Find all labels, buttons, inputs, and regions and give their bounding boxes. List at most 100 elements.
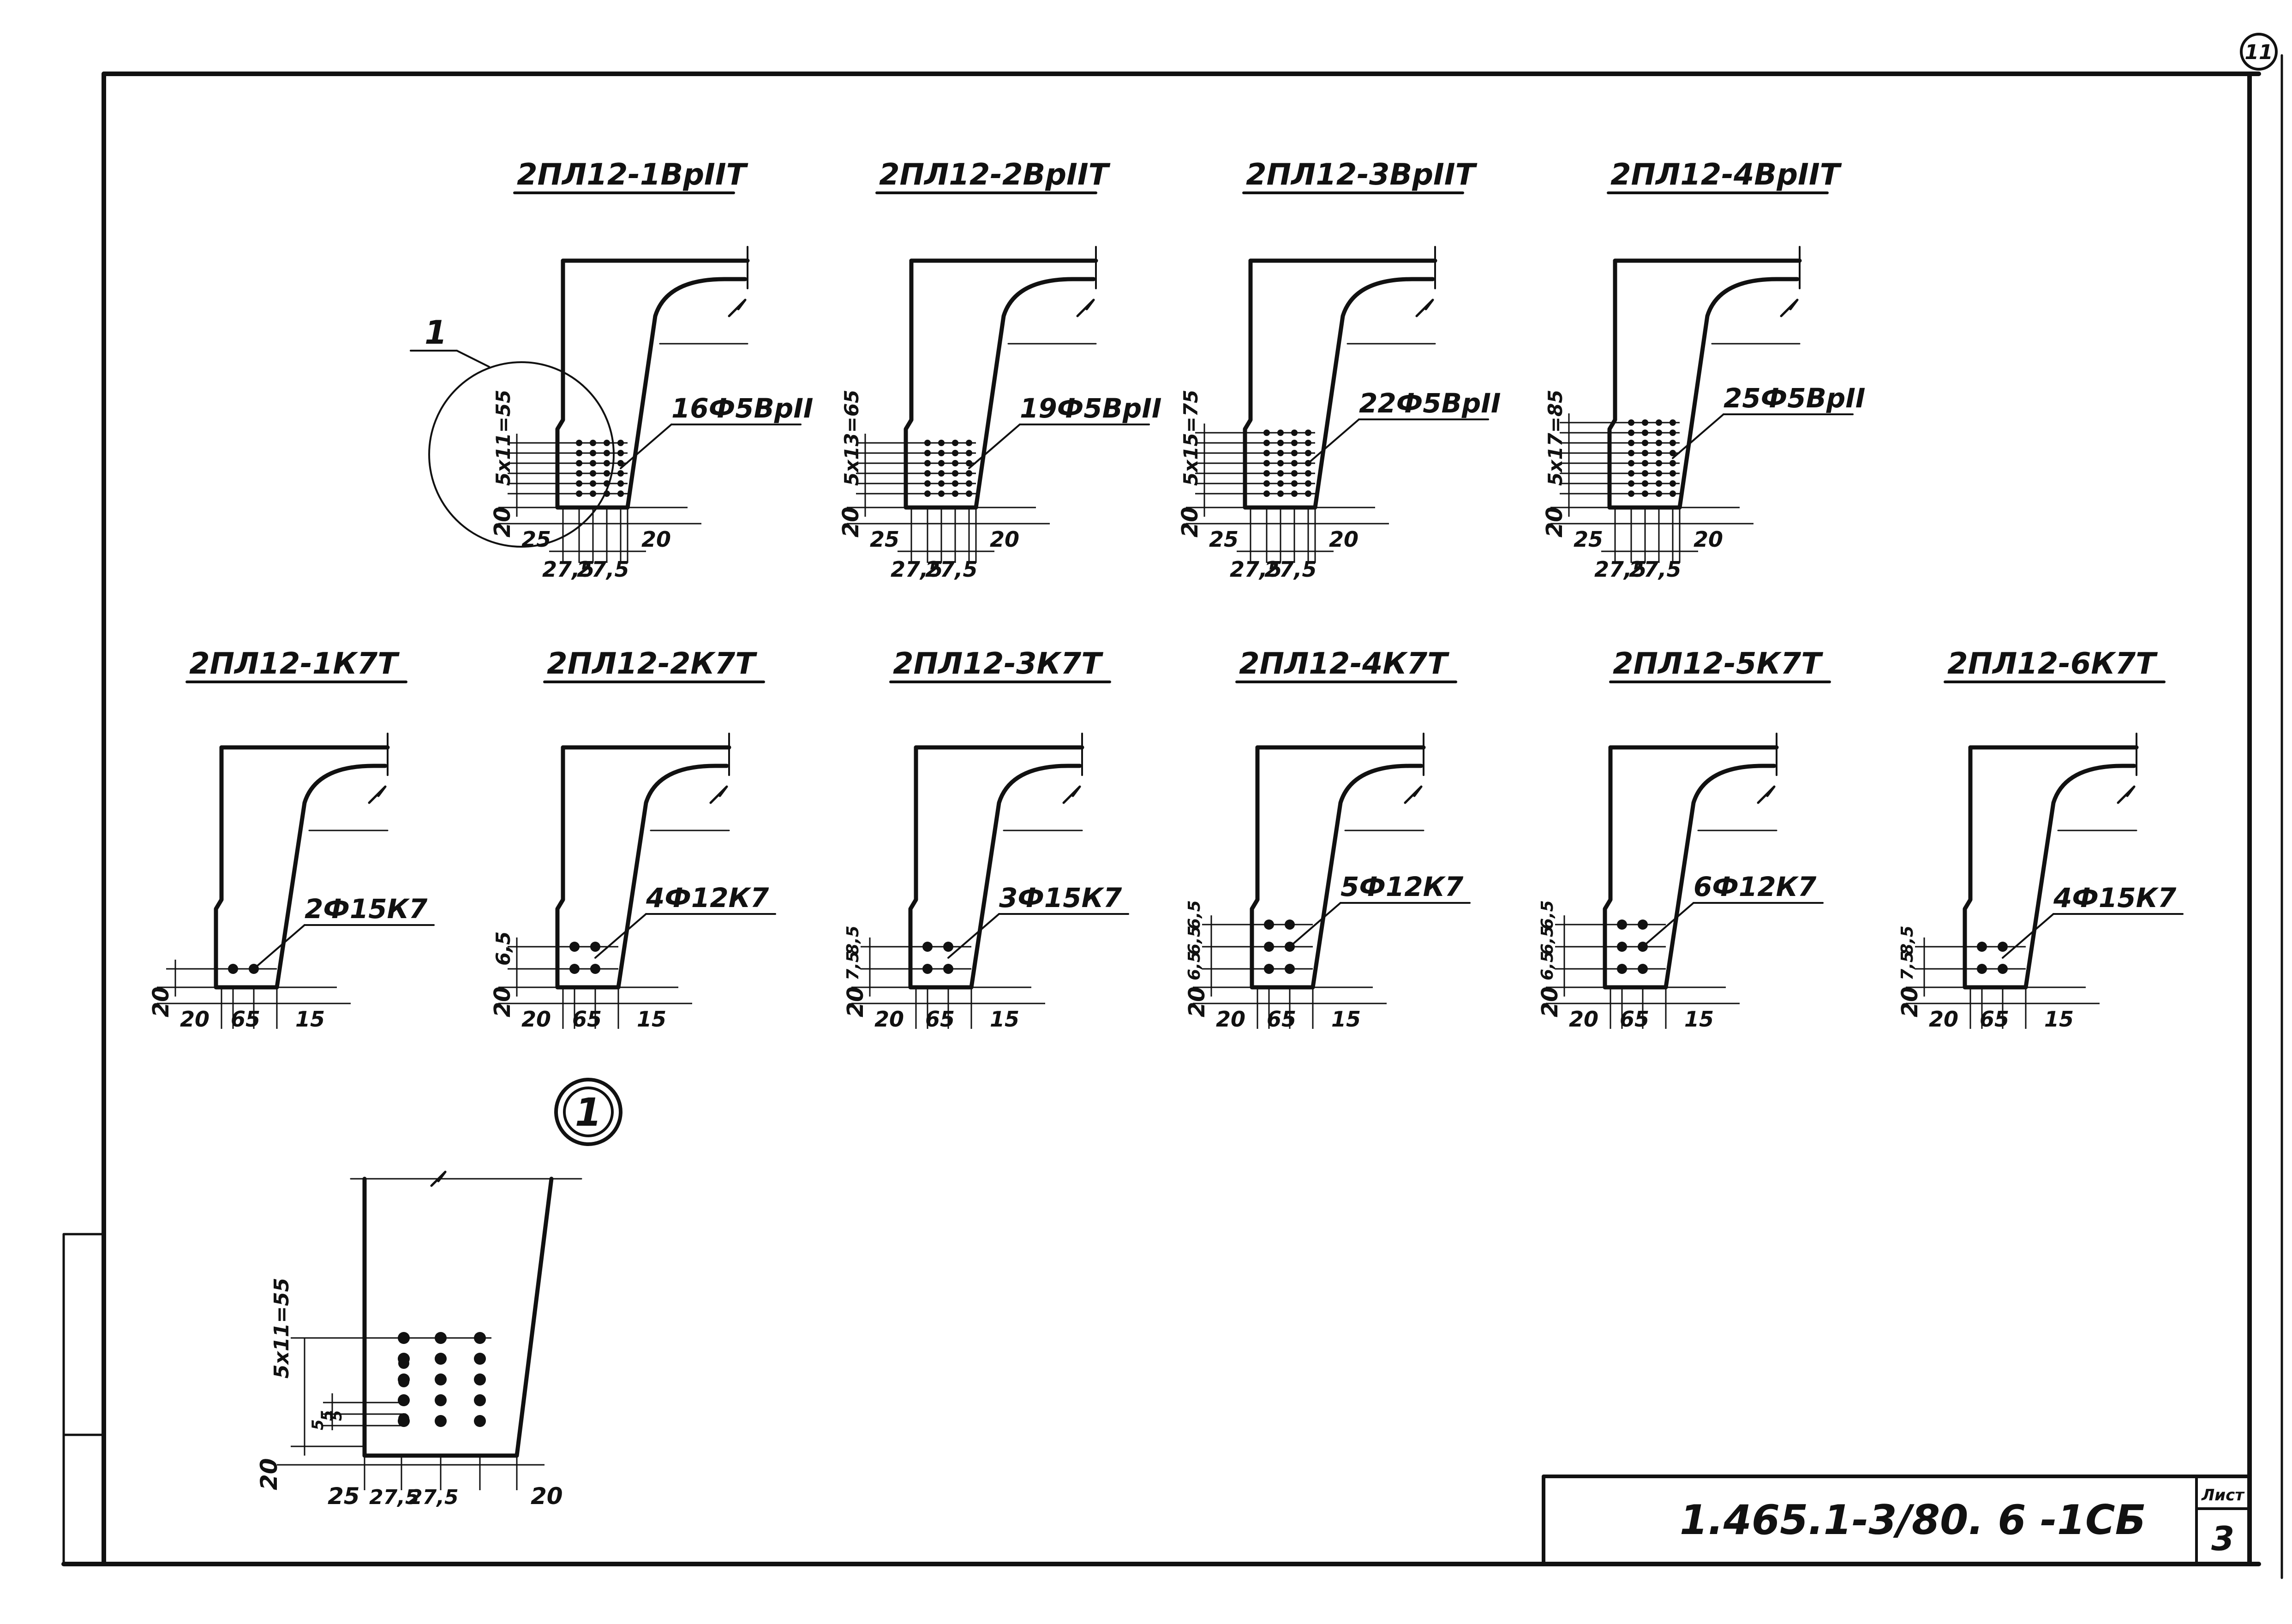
dim-horizontal: 15 xyxy=(1684,1007,1714,1032)
dim-horizontal: 65 xyxy=(231,1007,260,1032)
dim-horizontal: 20 xyxy=(1329,527,1358,552)
enlarged-dim-bottom: 20 xyxy=(256,1458,282,1490)
section-outline xyxy=(1603,745,1777,990)
dim-horizontal: 27,5 xyxy=(1629,557,1682,582)
rebar-dot xyxy=(398,1413,409,1424)
dim-horizontal: 27,5 xyxy=(577,557,629,582)
dim-left-bottom: 20 xyxy=(1184,986,1210,1017)
bar-spec-label: 2Ф15К7 xyxy=(305,893,428,925)
dim-horizontal: 20 xyxy=(521,1007,551,1032)
dim-horizontal: 25 xyxy=(870,527,899,552)
bar-spec-label: 6Ф12К7 xyxy=(1694,871,1817,902)
rebar-dot xyxy=(398,1395,409,1406)
enlarged-small-a: 5 xyxy=(309,1419,327,1430)
dim-horizontal: 27,5 xyxy=(542,557,595,582)
dim-horizontal: 20 xyxy=(874,1007,904,1032)
dim-vertical-small: 6,5 xyxy=(1185,900,1204,930)
dim-left-bottom: 20 xyxy=(490,986,515,1017)
section-title: 2ПЛ12-5К7Т xyxy=(1613,647,1823,681)
dim-horizontal: 20 xyxy=(990,527,1019,552)
section-title: 2ПЛ12-4К7Т xyxy=(1239,647,1449,681)
drawing-code: 1.465.1-3/80. 6 -1СБ xyxy=(1680,1496,2146,1544)
dim-spacing: 5х15=75 xyxy=(1179,390,1202,486)
dim-vertical-small: 6,5 xyxy=(1538,951,1557,980)
rebar-dot xyxy=(474,1353,486,1365)
rebar-dot xyxy=(398,1358,409,1369)
callout-number: 1 xyxy=(575,1090,602,1135)
dim-vertical-small: 6,5 xyxy=(1538,900,1557,930)
dim-horizontal: 20 xyxy=(1694,527,1723,552)
bar-spec-label: 4Ф12К7 xyxy=(646,882,769,914)
dim-horizontal: 20 xyxy=(1216,1007,1245,1032)
dim-horizontal: 25 xyxy=(1574,527,1603,552)
dim-horizontal: 27,5 xyxy=(1594,557,1647,582)
sheet-number: 3 xyxy=(2211,1519,2234,1558)
title-block: 1.465.1-3/80. 6 -1СБ Лист 3 xyxy=(1542,1475,2251,1566)
rebar-dot xyxy=(435,1373,447,1385)
section-outline xyxy=(1250,745,1424,990)
dim-horizontal: 65 xyxy=(1620,1007,1649,1032)
rebar-dot xyxy=(435,1394,447,1406)
detail-callout-label: 1 xyxy=(425,314,447,352)
enlarged-detail: 5х11=55 5 5 5 20 25 27,5 27,5 20 xyxy=(256,1170,582,1510)
dim-horizontal: 25 xyxy=(1209,527,1239,552)
enlarged-dim-20: 20 xyxy=(531,1483,563,1510)
dim-horizontal: 15 xyxy=(990,1007,1019,1032)
enlarged-small-c: 5 xyxy=(327,1410,346,1421)
bar-spec-label: 19Ф5ВрII xyxy=(1020,393,1161,424)
rebar-dot xyxy=(435,1415,447,1427)
bar-spec-label: 4Ф15К7 xyxy=(2053,882,2177,914)
dim-spacing: 5х17=85 xyxy=(1544,390,1567,486)
dim-left-bottom: 20 xyxy=(1177,507,1203,537)
rebar-dot xyxy=(474,1373,486,1385)
rebar-dot xyxy=(474,1394,486,1406)
detail-callout-leader: 1 xyxy=(410,314,615,548)
dim-horizontal: 65 xyxy=(925,1007,955,1032)
dim-spacing: 6,5 xyxy=(492,931,515,966)
enlarged-dim-275a: 27,5 xyxy=(369,1486,419,1509)
rebar-dot xyxy=(435,1353,447,1365)
dim-horizontal: 15 xyxy=(637,1007,666,1032)
enlarged-dim-275b: 27,5 xyxy=(408,1486,459,1509)
dim-horizontal: 25 xyxy=(521,527,551,552)
bar-spec-label: 22Ф5ВрII xyxy=(1359,388,1501,419)
dim-vertical-small: 8,5 xyxy=(844,925,862,955)
dim-left-bottom: 20 xyxy=(1537,986,1563,1017)
dim-vertical-small: 6,5 xyxy=(1185,951,1204,980)
bar-spec-label: 3Ф15К7 xyxy=(999,882,1122,914)
dim-vertical-small: 7,5 xyxy=(844,951,862,980)
dim-horizontal: 27,5 xyxy=(1230,557,1282,582)
dim-left-bottom: 20 xyxy=(148,986,174,1017)
rebar-dot xyxy=(398,1376,409,1387)
corner-mark: 11 xyxy=(2240,33,2278,71)
bar-spec-label: 25Ф5ВрII xyxy=(1723,382,1865,414)
dim-horizontal: 27,5 xyxy=(1264,557,1317,582)
dim-vertical-small: 8,5 xyxy=(1898,925,1917,955)
dim-horizontal: 20 xyxy=(180,1007,209,1032)
callout-marker: 1 xyxy=(554,1078,622,1146)
section-title: 2ПЛ12-3К7Т xyxy=(893,647,1103,681)
section-outline xyxy=(908,745,1082,990)
section-title: 2ПЛ12-2ВрIIТ xyxy=(879,158,1111,192)
section-outline xyxy=(555,258,748,510)
dim-horizontal: 15 xyxy=(295,1007,325,1032)
section-title: 2ПЛ12-1ВрIIТ xyxy=(517,158,748,192)
dim-horizontal: 65 xyxy=(572,1007,602,1032)
enlarged-dim-25: 25 xyxy=(328,1483,360,1510)
sheet-label: Лист xyxy=(2201,1486,2245,1505)
section-outline xyxy=(555,745,729,990)
dim-horizontal: 27,5 xyxy=(891,557,943,582)
enlarged-spacing-label: 5х11=55 xyxy=(270,1278,293,1379)
section-title: 2ПЛ12-4ВрIIТ xyxy=(1610,158,1842,192)
section-outline xyxy=(904,258,1096,510)
section-title: 2ПЛ12-1К7Т xyxy=(189,647,400,681)
